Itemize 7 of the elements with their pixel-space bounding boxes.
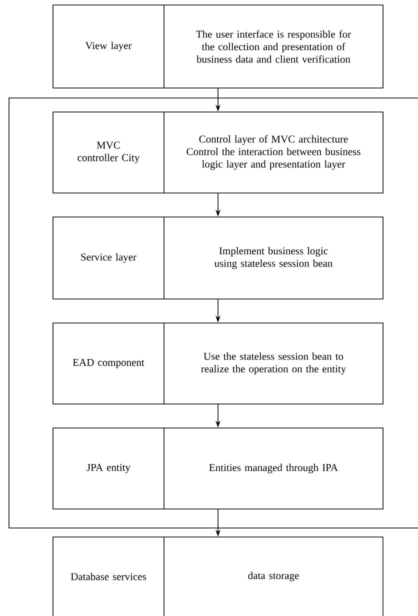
layer-box: JPA entity Entities managed through IPA xyxy=(52,428,384,510)
layer-box: Service layer Implement business logic using stateless session bean xyxy=(52,216,384,300)
layer-box: MVC controller City Control layer of MVC architecture Control the interaction between business logic layer and presentation layer xyxy=(52,112,384,194)
layer-box: EAD component Use the stateless session bean to realize the operation on the entity xyxy=(52,322,384,404)
layer-box: View layer The user interface is responsible for the collection and presentation of business data and client verification xyxy=(52,4,384,88)
frame xyxy=(8,98,418,528)
layer-box: Database services data storage xyxy=(52,536,384,616)
